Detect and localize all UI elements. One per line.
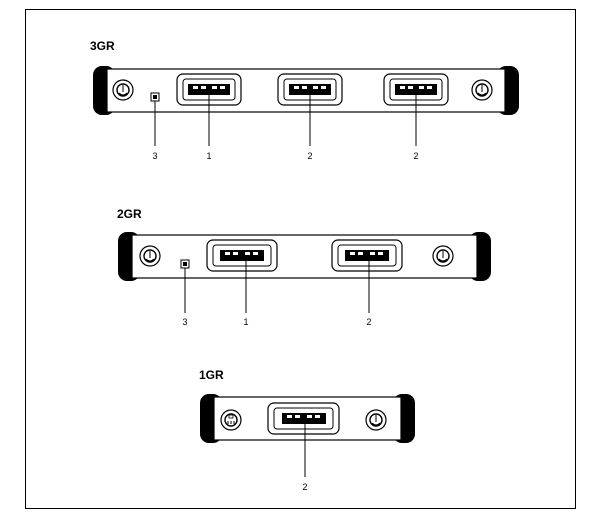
device-2gr: 2GR [117,207,491,327]
device-1gr: 1GR 2 [199,368,415,492]
callout-number: 1 [243,317,248,327]
callout-number: 2 [302,482,307,492]
usb-port-icon [383,73,449,106]
usb-port-icon [267,402,340,435]
usb-port-icon [277,73,343,106]
device-3gr: 3GR [90,39,519,161]
screw-icon [112,79,134,101]
figure-frame [25,9,576,509]
callout-number: 2 [366,317,371,327]
usb-port-icon [331,239,403,272]
screw-icon [139,245,161,267]
screw-icon [432,245,454,267]
callout-number: 3 [182,317,187,327]
screw-icon [471,79,493,101]
screw-icon [220,409,242,431]
callout-number: 3 [152,151,157,161]
usb-port-icon [206,239,278,272]
hub-panel [131,234,478,279]
device-title-1gr: 1GR [199,368,224,382]
callout-number: 1 [206,151,211,161]
callout-number: 2 [307,151,312,161]
device-title-2gr: 2GR [117,207,142,221]
screw-icon [365,409,387,431]
device-title-3gr: 3GR [90,39,115,53]
callout-number: 2 [413,151,418,161]
